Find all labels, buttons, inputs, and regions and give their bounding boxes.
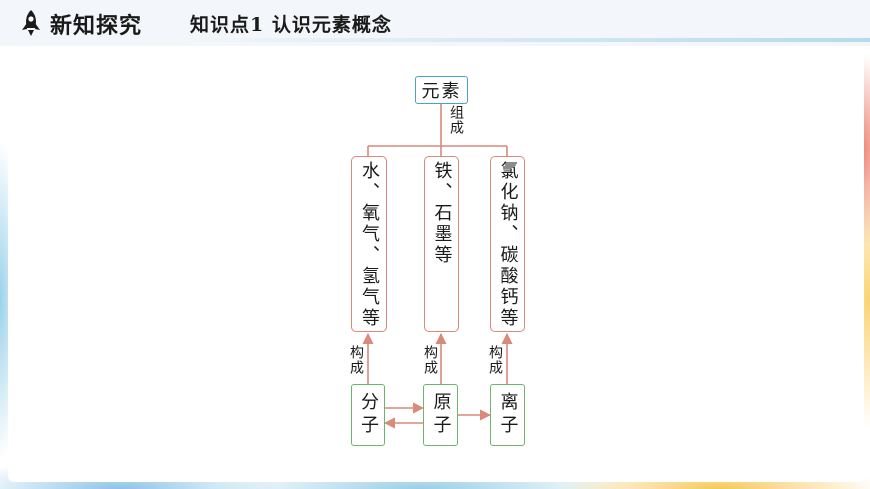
particle-label: 离子 bbox=[497, 392, 519, 438]
substance-box-molecular: 水、氧气、氢气等 bbox=[351, 156, 387, 332]
root-element-box: 元素 bbox=[415, 76, 468, 104]
substance-label: 铁、石墨等 bbox=[431, 161, 453, 266]
particle-box-molecule: 分子 bbox=[351, 384, 385, 446]
particle-box-ion: 离子 bbox=[490, 384, 525, 446]
substance-box-atomic: 铁、石墨等 bbox=[424, 156, 459, 332]
root-label: 元素 bbox=[421, 81, 462, 102]
root-link-label: 组成 bbox=[448, 105, 464, 135]
rocket-icon bbox=[22, 10, 40, 36]
substance-box-ionic: 氯化钠、碳酸钙等 bbox=[490, 156, 525, 332]
particle-label: 分子 bbox=[358, 392, 379, 438]
substance-label: 水、氧气、氢气等 bbox=[359, 161, 380, 329]
particle-label: 原子 bbox=[430, 392, 452, 438]
header-stripe bbox=[180, 38, 870, 42]
substance-label: 氯化钠、碳酸钙等 bbox=[497, 161, 519, 329]
section-title: 新知探究 bbox=[50, 13, 143, 39]
ion-link-label: 构成 bbox=[487, 345, 503, 375]
molecule-link-label: 构成 bbox=[348, 345, 364, 375]
knowledge-point-title: 知识点1 认识元素概念 bbox=[190, 14, 392, 36]
particle-box-atom: 原子 bbox=[423, 384, 458, 446]
atom-link-label: 构成 bbox=[422, 345, 438, 375]
